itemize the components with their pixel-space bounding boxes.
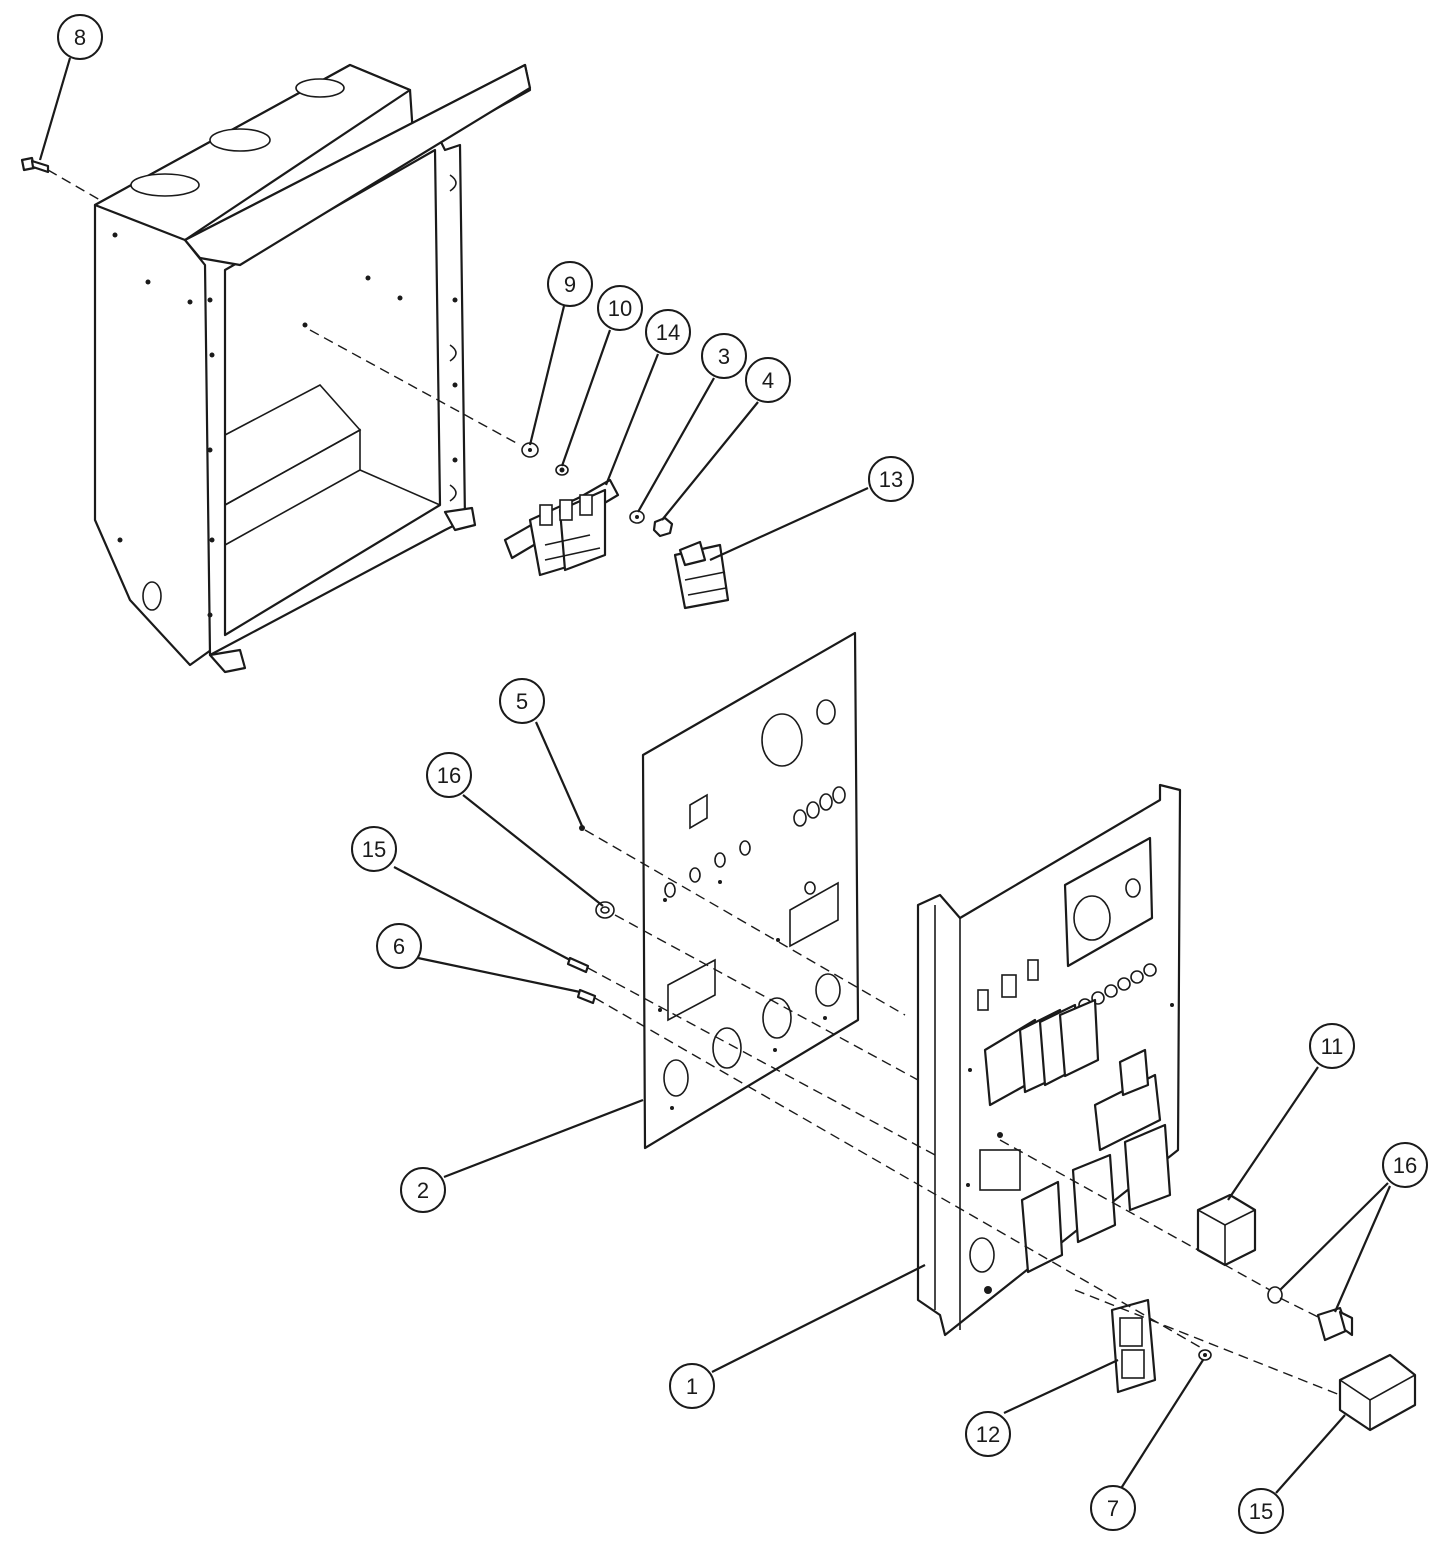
callout-label: 6 [393,934,405,959]
callout-label: 10 [608,296,632,321]
grommet-16-left [595,901,615,919]
callout-7: 7 [1090,1485,1136,1531]
back-panel [641,631,860,1150]
breaker-15 [1338,1353,1417,1432]
callout-12: 12 [965,1411,1011,1457]
callout-label: 2 [417,1178,429,1203]
standoff-15-left [566,956,590,974]
callout-label: 16 [437,763,461,788]
washer-3 [629,510,645,524]
screw-8 [20,156,50,174]
callout-label: 5 [516,689,528,714]
callout-label: 14 [656,320,680,345]
nut-7 [1198,1349,1212,1361]
callout-13: 13 [868,456,914,502]
washer-9 [521,442,539,458]
callout-label: 16 [1393,1153,1417,1178]
callout-8: 8 [57,14,103,60]
callout-label: 3 [718,344,730,369]
nut-4 [652,516,674,538]
leader-lines [38,57,1392,1494]
grommet-16-right [1267,1286,1283,1304]
callout-16-left: 16 [426,752,472,798]
switch-16 [1316,1306,1354,1342]
callout-5: 5 [499,678,545,724]
callout-1: 1 [669,1363,715,1409]
callout-15-left: 15 [351,826,397,872]
front-panel [916,783,1182,1337]
enclosure-box [93,63,532,674]
callout-3: 3 [701,333,747,379]
callout-6: 6 [376,923,422,969]
contactor-13 [673,540,730,610]
callout-label: 11 [1321,1034,1344,1059]
relay-11 [1196,1193,1257,1267]
callout-label: 7 [1107,1496,1119,1521]
callout-label: 4 [762,368,774,393]
callout-label: 12 [976,1422,1000,1447]
din-rail-contactors [503,478,620,577]
callout-label: 15 [362,837,386,862]
callout-label: 8 [74,25,86,50]
callout-10: 10 [597,285,643,331]
callout-label: 1 [686,1374,698,1399]
callout-4: 4 [745,357,791,403]
screw-6 [576,988,597,1005]
callout-label: 13 [879,467,903,492]
callout-label: 15 [1249,1499,1273,1524]
callout-9: 9 [547,261,593,307]
callout-14: 14 [645,309,691,355]
washer-10 [555,464,569,476]
assembly-lines [47,169,1341,1396]
callout-11: 11 [1309,1023,1355,1069]
callout-16-right: 16 [1382,1142,1428,1188]
callout-15-right: 15 [1238,1488,1284,1534]
screw-5 [579,825,585,831]
callout-label: 9 [564,272,576,297]
callout-2: 2 [400,1167,446,1213]
breaker-12 [1110,1298,1157,1394]
